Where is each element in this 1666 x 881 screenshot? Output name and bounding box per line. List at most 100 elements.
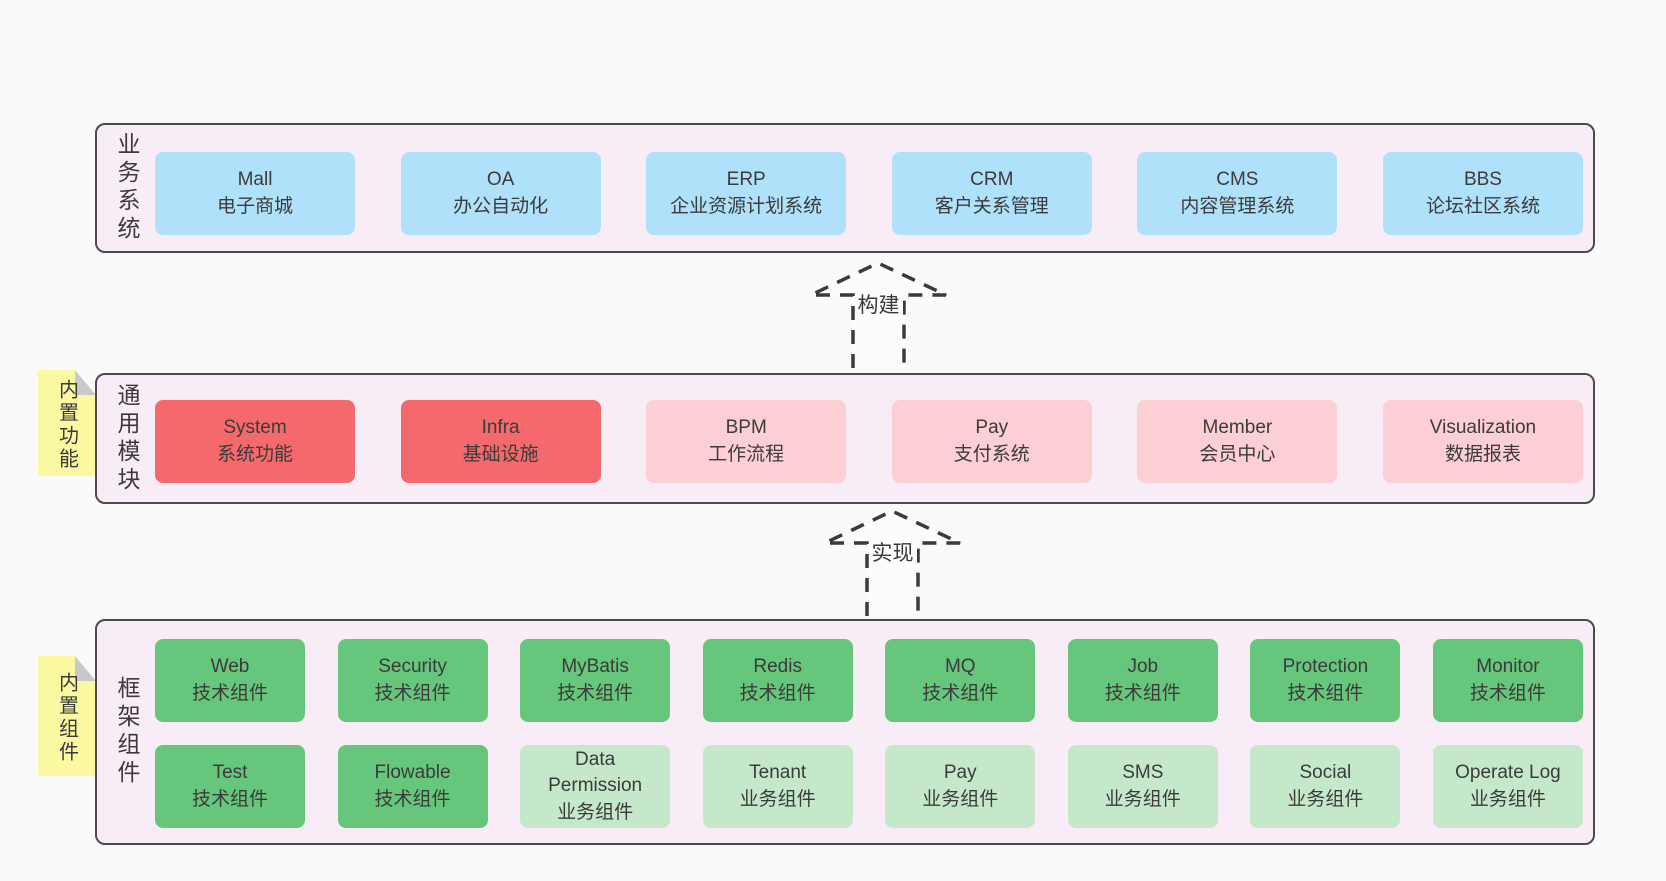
box-subtitle: 会员中心 [1199, 443, 1276, 465]
business-row: Mall 电子商城 OA 办公自动化 ERP 企业资源计划系统 CRM 客户关系… [155, 152, 1583, 235]
component-box-pay: Pay 业务组件 [885, 745, 1036, 828]
box-subtitle: 技术组件 [739, 682, 816, 704]
business-box-cms: CMS 内容管理系统 [1137, 152, 1338, 235]
module-box-member: Member 会员中心 [1137, 400, 1338, 483]
box-title: ERP [726, 168, 766, 190]
box-subtitle: 论坛社区系统 [1425, 195, 1540, 217]
box-title: Social [1299, 761, 1352, 783]
module-box-bpm: BPM 工作流程 [646, 400, 847, 483]
component-box-mq: MQ 技术组件 [885, 639, 1036, 722]
box-subtitle: 企业资源计划系统 [670, 195, 823, 217]
module-box-system: System 系统功能 [155, 400, 355, 483]
box-subtitle: 工作流程 [708, 443, 785, 465]
component-box-mybatis: MyBatis 技术组件 [520, 639, 671, 722]
box-subtitle: 业务组件 [922, 788, 999, 810]
module-box-visualization: Visualization 数据报表 [1382, 400, 1583, 483]
box-subtitle: 办公自动化 [453, 195, 549, 217]
box-subtitle: 技术组件 [1469, 682, 1546, 704]
box-title: Infra [481, 416, 520, 438]
box-subtitle: 业务组件 [557, 801, 634, 823]
built-in-features-tab-label: 内置功能 [55, 379, 78, 472]
component-box-redis: Redis 技术组件 [702, 639, 853, 722]
component-box-flowable: Flowable 技术组件 [337, 745, 488, 828]
box-title: Job [1127, 655, 1159, 677]
box-title: Operate Log [1455, 761, 1561, 783]
business-box-erp: ERP 企业资源计划系统 [646, 152, 847, 235]
box-subtitle: 系统功能 [216, 443, 293, 465]
arrow-implement-label: 实现 [868, 537, 917, 567]
components-row-2: Test 技术组件 Flowable 技术组件 Data Permission … [155, 745, 1583, 828]
box-subtitle: 支付系统 [953, 443, 1030, 465]
component-box-tenant: Tenant 业务组件 [702, 745, 853, 828]
box-subtitle: 技术组件 [557, 682, 634, 704]
module-box-pay: Pay 支付系统 [891, 400, 1092, 483]
box-subtitle: 技术组件 [191, 788, 268, 810]
modules-band-label: 通用模块 [114, 382, 140, 495]
business-box-bbs: BBS 论坛社区系统 [1382, 152, 1583, 235]
modules-row: System 系统功能 Infra 基础设施 BPM 工作流程 Pay 支付系统… [155, 400, 1583, 483]
module-box-infra: Infra 基础设施 [400, 400, 601, 483]
box-subtitle: 技术组件 [374, 682, 451, 704]
box-title: Mall [237, 168, 273, 190]
component-box-web: Web 技术组件 [155, 639, 305, 722]
arrow-build-label: 构建 [854, 289, 903, 319]
box-subtitle: 技术组件 [1287, 682, 1364, 704]
box-title: Pay [943, 761, 977, 783]
common-modules-band: 通用模块 System 系统功能 Infra 基础设施 BPM 工作流程 Pay… [95, 373, 1595, 504]
component-box-data-permission: Data Permission 业务组件 [520, 745, 671, 828]
arrow-build: 构建 [806, 258, 951, 370]
box-title: Member [1202, 416, 1273, 438]
box-title: Redis [753, 655, 802, 677]
box-subtitle: 业务组件 [1287, 788, 1364, 810]
box-title: Visualization [1429, 416, 1537, 438]
built-in-features-tab: 内置功能 [38, 370, 96, 476]
business-box-crm: CRM 客户关系管理 [891, 152, 1092, 235]
built-in-components-tab-label: 内置组件 [55, 672, 78, 765]
box-title: Data Permission [548, 748, 643, 797]
box-title: System [223, 416, 287, 438]
box-subtitle: 业务组件 [1104, 788, 1181, 810]
component-box-test: Test 技术组件 [155, 745, 305, 828]
box-title: Pay [975, 416, 1009, 438]
built-in-components-tab: 内置组件 [38, 656, 96, 776]
component-box-operate-log: Operate Log 业务组件 [1432, 745, 1583, 828]
box-subtitle: 技术组件 [1104, 682, 1181, 704]
component-box-monitor: Monitor 技术组件 [1432, 639, 1583, 722]
box-subtitle: 数据报表 [1444, 443, 1521, 465]
box-subtitle: 客户关系管理 [934, 195, 1049, 217]
box-title: BBS [1463, 168, 1502, 190]
components-row-1: Web 技术组件 Security 技术组件 MyBatis 技术组件 Redi… [155, 639, 1583, 722]
box-title: MQ [944, 655, 976, 677]
box-subtitle: 基础设施 [462, 443, 539, 465]
business-box-oa: OA 办公自动化 [400, 152, 601, 235]
box-title: MyBatis [561, 655, 629, 677]
business-band-label: 业务系统 [114, 132, 140, 244]
box-subtitle: 业务组件 [739, 788, 816, 810]
component-box-job: Job 技术组件 [1067, 639, 1218, 722]
box-title: CMS [1216, 168, 1259, 190]
box-title: Protection [1282, 655, 1369, 677]
component-box-social: Social 业务组件 [1250, 745, 1401, 828]
component-box-sms: SMS 业务组件 [1067, 745, 1218, 828]
box-title: Security [378, 655, 447, 677]
box-subtitle: 业务组件 [1469, 788, 1546, 810]
components-band-label: 框架组件 [114, 676, 140, 788]
box-title: Monitor [1476, 655, 1540, 677]
box-subtitle: 内容管理系统 [1180, 195, 1295, 217]
box-title: Flowable [374, 761, 451, 783]
box-title: CRM [970, 168, 1014, 190]
arrow-implement: 实现 [820, 506, 965, 618]
box-subtitle: 技术组件 [374, 788, 451, 810]
box-title: OA [486, 168, 515, 190]
framework-components-band: 框架组件 Web 技术组件 Security 技术组件 MyBatis 技术组件… [95, 619, 1595, 845]
component-box-security: Security 技术组件 [337, 639, 488, 722]
box-title: Tenant [749, 761, 807, 783]
box-title: Web [210, 655, 250, 677]
box-title: Test [212, 761, 248, 783]
component-box-protection: Protection 技术组件 [1250, 639, 1401, 722]
box-title: BPM [725, 416, 767, 438]
box-subtitle: 电子商城 [216, 195, 293, 217]
business-box-mall: Mall 电子商城 [155, 152, 355, 235]
box-subtitle: 技术组件 [191, 682, 268, 704]
